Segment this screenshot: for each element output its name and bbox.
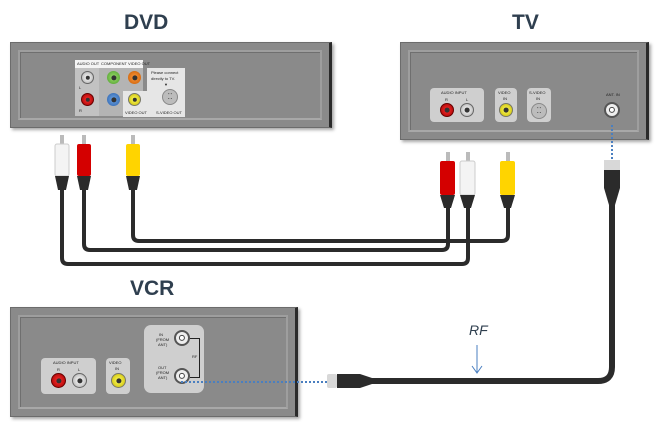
dvd-header-strip — [75, 60, 143, 68]
vcr-rf-bracket — [190, 338, 200, 378]
dvd-note-panel — [147, 68, 185, 92]
tv-title: TV — [512, 11, 539, 34]
rf-label: RF — [469, 322, 488, 338]
vcr-out-label-2: (FROM — [156, 370, 170, 375]
vcr-title: VCR — [130, 277, 175, 300]
tv-svideo-in-label: IN — [536, 96, 540, 101]
tv-svideo-label: S-VIDEO — [529, 90, 546, 95]
vcr-audio-input-label: AUDIO INPUT — [53, 360, 79, 365]
dvd-component-label: COMPONENT VIDEO OUT — [101, 61, 151, 66]
tv-coax-plug — [604, 160, 620, 205]
tv-ant-in-jack[interactable] — [604, 102, 620, 118]
dvd-svideo-out-label: S-VIDEO OUT — [156, 110, 183, 115]
yellow-video-cable — [131, 182, 510, 243]
tv-device: AUDIO INPUT R L VIDEO IN S-VIDEO IN ANT.… — [400, 42, 649, 140]
dvd-white-plug — [54, 135, 70, 190]
tv-yellow-plug — [500, 152, 515, 208]
tv-l-label: L — [466, 97, 469, 102]
dvd-title: DVD — [124, 11, 169, 34]
tv-r-label: R — [445, 97, 448, 102]
dvd-audio-out-label: AUDIO OUT — [77, 61, 100, 66]
tv-ant-in-label: ANT. IN — [606, 92, 620, 97]
dvd-r-label: R — [79, 108, 82, 113]
tv-audio-l-jack[interactable] — [460, 103, 474, 117]
vcr-l-label: L — [78, 367, 81, 372]
dvd-audio-out-r-jack[interactable] — [81, 93, 94, 106]
dvd-component-pb-jack[interactable] — [107, 93, 120, 106]
tv-red-plug — [440, 152, 455, 208]
dvd-note-line2: directly to TV. — [151, 76, 176, 81]
dvd-component-y-jack[interactable] — [107, 71, 120, 84]
vcr-video-in-jack[interactable] — [111, 373, 126, 388]
vcr-audio-r-jack[interactable] — [51, 373, 66, 388]
tv-svideo-in-jack[interactable] — [531, 103, 547, 119]
dvd-yellow-plug — [126, 135, 140, 190]
dvd-red-plug — [77, 135, 91, 190]
dvd-note-arrow: ▼ — [164, 82, 168, 87]
rf-arrow-head — [471, 365, 483, 374]
vcr-out-label-1: OUT — [158, 365, 167, 370]
dvd-panel-inset — [18, 50, 322, 120]
vcr-panel-inset — [18, 315, 288, 409]
vcr-video-in-label: IN — [115, 366, 119, 371]
dvd-video-out-label: VIDEO OUT — [125, 110, 148, 115]
red-audio-cable — [82, 182, 450, 252]
dvd-svideo-out-jack[interactable] — [162, 89, 178, 105]
vcr-audio-l-jack[interactable] — [72, 373, 87, 388]
tv-video-in-jack[interactable] — [499, 103, 513, 117]
dvd-note-line1: Please connect — [151, 70, 179, 75]
vcr-device: AUDIO INPUT R L VIDEO IN IN (FROM ANT) O… — [10, 307, 298, 417]
dvd-l-label: L — [79, 85, 82, 90]
rf-coax-cable — [370, 200, 615, 384]
vcr-out-label-3: ANT) — [158, 375, 168, 380]
tv-audio-r-jack[interactable] — [440, 103, 454, 117]
vcr-in-label-1: IN — [159, 332, 163, 337]
vcr-rf-small-label: RF — [192, 354, 198, 359]
vcr-audio-input-panel — [41, 358, 96, 394]
dvd-device: AUDIO OUT COMPONENT VIDEO OUT Please con… — [10, 42, 332, 128]
vcr-in-label-2: (FROM — [156, 337, 170, 342]
vcr-video-label: VIDEO — [109, 360, 122, 365]
dvd-component-pr-jack[interactable] — [128, 71, 141, 84]
tv-video-label: VIDEO — [498, 90, 511, 95]
vcr-in-label-3: ANT) — [158, 342, 168, 347]
tv-video-in-label: IN — [503, 96, 507, 101]
vcr-coax-plug — [327, 374, 372, 388]
white-audio-cable — [60, 182, 470, 266]
tv-white-plug — [459, 152, 476, 208]
tv-panel-inset — [408, 50, 639, 132]
vcr-rf-in-jack[interactable] — [174, 330, 190, 346]
vcr-r-label: R — [57, 367, 60, 372]
tv-audio-input-panel — [430, 88, 484, 122]
dvd-audio-out-l-jack[interactable] — [81, 71, 94, 84]
dvd-video-out-jack[interactable] — [128, 93, 141, 106]
tv-audio-input-label: AUDIO INPUT — [441, 90, 467, 95]
